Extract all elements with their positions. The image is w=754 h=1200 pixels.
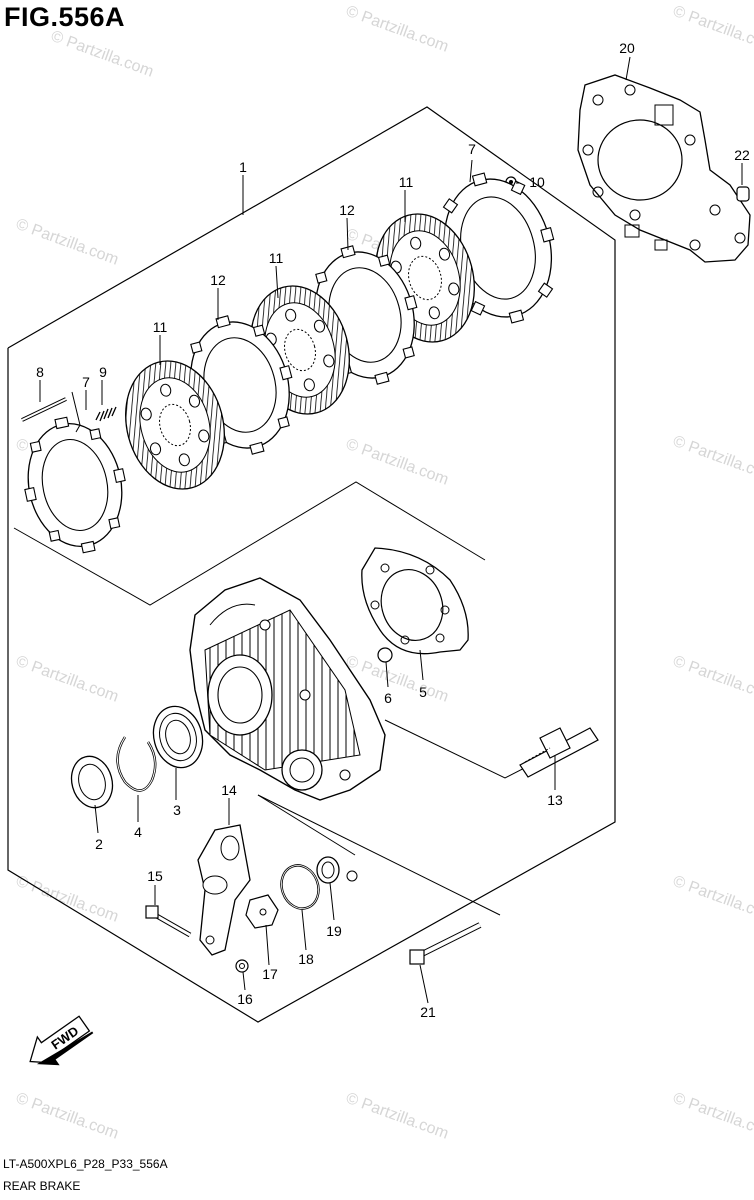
callout-5: 5 — [419, 684, 427, 700]
watermark: © Partzilla.com — [671, 1090, 754, 1143]
watermark: © Partzilla.com — [14, 1090, 121, 1143]
dowel-pin-part-22 — [736, 186, 750, 202]
watermark: © Partzilla.com — [671, 3, 754, 56]
callout-19: 19 — [326, 923, 342, 939]
callout-18: 18 — [298, 951, 314, 967]
watermark: © Partzilla.com — [14, 216, 121, 269]
callout-7-upper: 7 — [468, 141, 476, 157]
assembly-guide-line — [257, 794, 501, 916]
bracket-plate-part-5 — [361, 547, 469, 655]
watermark: © Partzilla.com — [344, 1090, 451, 1143]
footer-code: LT-A500XPL6_P28_P33_556A — [3, 1157, 168, 1171]
callout-13: 13 — [547, 792, 563, 808]
callout-7-lower: 7 — [82, 374, 90, 390]
callout-1: 1 — [239, 159, 247, 175]
assembly-guide-line — [384, 719, 541, 779]
assembly-guide-line — [257, 794, 356, 856]
separator-plate-part-12-lower — [187, 315, 293, 455]
callout-20: 20 — [619, 40, 635, 56]
watermark: © Partzilla.com — [671, 433, 754, 486]
callout-8: 8 — [36, 364, 44, 380]
callout-11-lower: 11 — [153, 319, 168, 335]
callout-12-lower: 12 — [210, 272, 226, 288]
assembly-1-outline — [7, 106, 616, 1023]
spring-part-18 — [280, 864, 320, 910]
ball-part-6 — [377, 647, 393, 663]
callout-15: 15 — [147, 868, 163, 884]
callout-4: 4 — [134, 824, 142, 840]
bearing-part-3 — [152, 705, 204, 769]
bolt-part-15 — [145, 905, 192, 938]
callout-12-upper: 12 — [339, 202, 355, 218]
callout-10: 10 — [529, 174, 545, 190]
callout-9: 9 — [99, 364, 107, 380]
callout-6: 6 — [384, 690, 392, 706]
callout-11-upper: 11 — [399, 174, 414, 190]
nut-part-16 — [235, 959, 249, 973]
shaft-part-13 — [519, 727, 599, 778]
circlip-part-4 — [116, 736, 157, 792]
callout-16: 16 — [237, 991, 253, 1007]
spring-part-9 — [95, 406, 117, 422]
callout-14: 14 — [221, 782, 237, 798]
washer-part-19 — [316, 856, 340, 884]
watermark: © Partzilla.com — [14, 873, 121, 926]
footer-name: REAR BRAKE — [3, 1179, 81, 1193]
gasket-part-20 — [577, 74, 751, 263]
callout-2: 2 — [95, 836, 103, 852]
washer-small — [346, 870, 358, 882]
brake-housing — [189, 577, 386, 801]
watermark: © Partzilla.com — [344, 436, 451, 489]
plate-part-17 — [245, 894, 279, 929]
callout-21: 21 — [420, 1004, 436, 1020]
pin-part-8 — [21, 397, 67, 422]
callout-labels: 1 2 3 4 5 6 7 7 8 9 10 11 11 11 12 12 13… — [36, 40, 750, 1020]
oil-seal-part-2 — [70, 755, 114, 809]
callout-22: 22 — [734, 147, 750, 163]
callout-11-middle: 11 — [269, 250, 284, 266]
watermark: © Partzilla.com — [671, 873, 754, 926]
separator-plate-part-7-lower — [24, 416, 126, 554]
friction-disc-part-11-lower — [125, 360, 225, 490]
watermark: © Partzilla.com — [14, 653, 121, 706]
assembly-guide-line — [13, 481, 486, 606]
callout-17: 17 — [262, 966, 278, 982]
fwd-arrow-icon: FWD — [29, 1015, 94, 1066]
watermark: © Partzilla.com — [49, 28, 156, 81]
figure-title: FIG.556A — [4, 2, 126, 32]
leader-lines — [39, 56, 743, 1004]
bolt-part-21 — [409, 922, 482, 965]
callout-3: 3 — [173, 802, 181, 818]
watermark: © Partzilla.com — [344, 3, 451, 56]
plate-tab-line — [71, 391, 81, 433]
lever-part-14 — [197, 824, 251, 956]
watermark: © Partzilla.com — [671, 653, 754, 706]
